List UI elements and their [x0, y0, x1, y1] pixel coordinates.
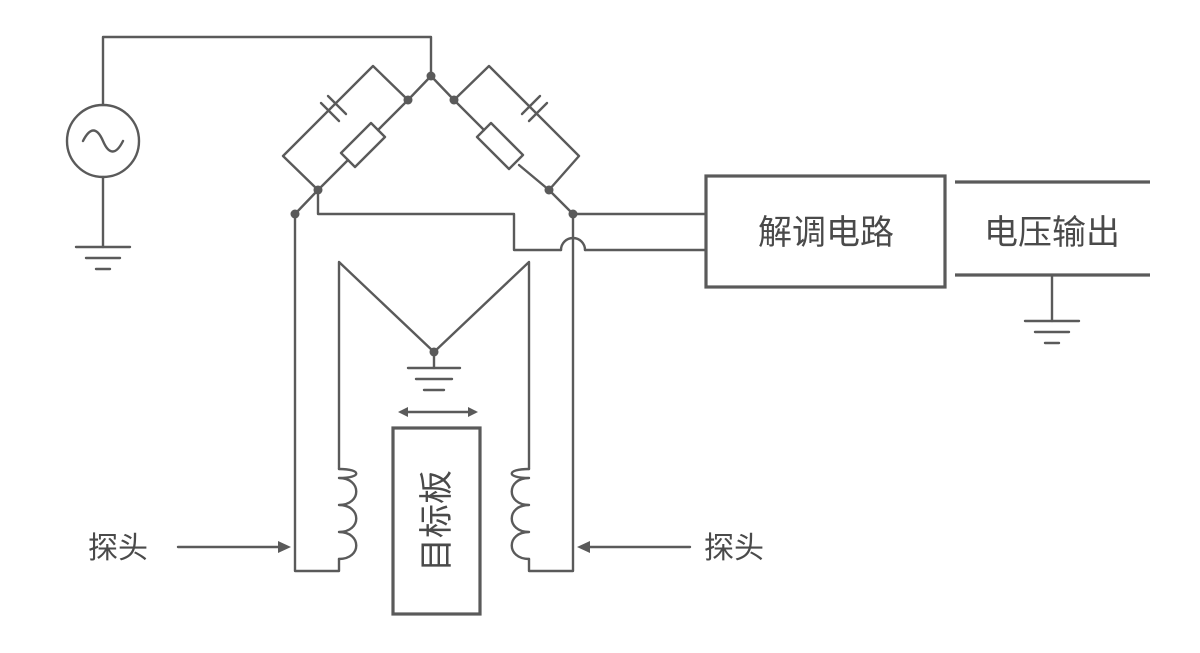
probe-pointer-right: 探头	[577, 531, 764, 566]
ground-symbol-output	[1023, 319, 1081, 345]
ac-source	[65, 35, 433, 249]
demod-block: 解调电路	[704, 174, 947, 289]
ground-symbol-center	[406, 350, 462, 392]
target-plate-label: 目标板	[417, 470, 457, 572]
output-block: 电压输出	[955, 180, 1150, 323]
ground-symbol-source	[74, 245, 132, 271]
probe-pointer-left: 探头	[88, 531, 291, 566]
probe-coil-left	[293, 212, 436, 573]
target-plate: 目标板	[391, 426, 482, 616]
demod-wires	[316, 188, 708, 252]
demod-block-label: 解调电路	[758, 213, 894, 253]
probe-label-right: 探头	[704, 531, 764, 566]
bridge-arm-left	[281, 64, 433, 216]
probe-coil-right	[432, 212, 575, 573]
output-block-label: 电压输出	[984, 213, 1120, 253]
motion-arrow	[398, 407, 478, 417]
probe-label-left: 探头	[88, 531, 148, 566]
bridge-arm-right	[429, 64, 581, 216]
